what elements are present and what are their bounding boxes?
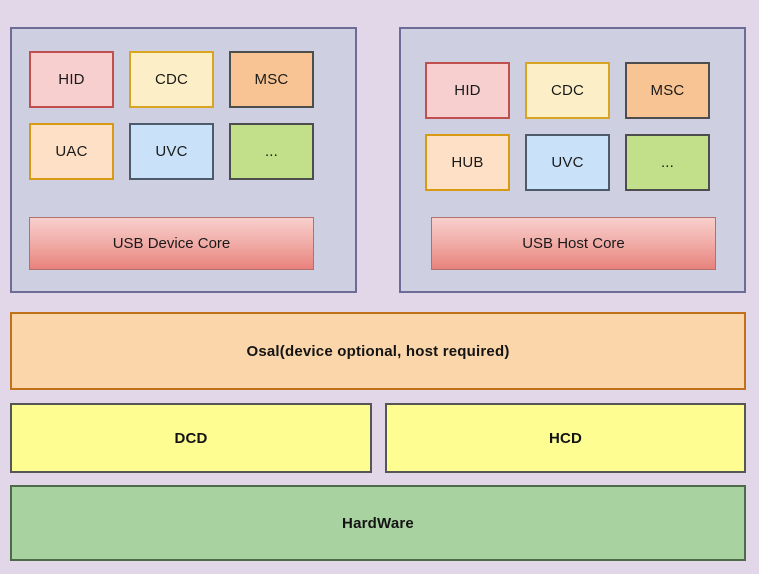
host-class-label-uvc: UVC bbox=[551, 154, 584, 171]
host-class-box-uvc[interactable]: UVC bbox=[525, 134, 610, 191]
host-class-box-hub[interactable]: HUB bbox=[425, 134, 510, 191]
hcd-layer-label: HCD bbox=[548, 429, 583, 447]
device-class-box-more[interactable]: ... bbox=[229, 123, 314, 180]
usb-device-core-label: USB Device Core bbox=[112, 235, 231, 252]
host-class-box-cdc[interactable]: CDC bbox=[525, 62, 610, 119]
device-class-box-uvc[interactable]: UVC bbox=[129, 123, 214, 180]
host-class-box-more[interactable]: ... bbox=[625, 134, 710, 191]
device-class-box-hid[interactable]: HID bbox=[29, 51, 114, 108]
usb-device-core-box[interactable]: USB Device Core bbox=[29, 217, 314, 270]
host-class-box-hid[interactable]: HID bbox=[425, 62, 510, 119]
device-class-label-msc: MSC bbox=[254, 71, 289, 88]
usb-host-core-box[interactable]: USB Host Core bbox=[431, 217, 716, 270]
device-class-box-uac[interactable]: UAC bbox=[29, 123, 114, 180]
host-class-label-hid: HID bbox=[454, 82, 481, 99]
osal-layer-label: Osal(device optional, host required) bbox=[246, 342, 510, 360]
host-class-label-msc: MSC bbox=[650, 82, 685, 99]
device-class-label-cdc: CDC bbox=[154, 71, 189, 88]
dcd-layer-box[interactable]: DCD bbox=[10, 403, 372, 473]
host-class-label-hub: HUB bbox=[451, 154, 484, 171]
device-class-label-more: ... bbox=[264, 143, 279, 160]
hardware-layer-box[interactable]: HardWare bbox=[10, 485, 746, 561]
host-class-box-msc[interactable]: MSC bbox=[625, 62, 710, 119]
osal-layer-box[interactable]: Osal(device optional, host required) bbox=[10, 312, 746, 390]
device-stack-panel: HID CDC MSC UAC UVC ... USB Device Core bbox=[10, 27, 357, 293]
device-class-box-cdc[interactable]: CDC bbox=[129, 51, 214, 108]
device-class-label-uvc: UVC bbox=[155, 143, 188, 160]
hardware-layer-label: HardWare bbox=[342, 514, 414, 532]
device-class-box-msc[interactable]: MSC bbox=[229, 51, 314, 108]
device-class-label-uac: UAC bbox=[55, 143, 88, 160]
usb-host-core-label: USB Host Core bbox=[522, 235, 625, 252]
hcd-layer-box[interactable]: HCD bbox=[385, 403, 746, 473]
dcd-layer-label: DCD bbox=[174, 429, 208, 447]
host-class-label-more: ... bbox=[660, 154, 675, 171]
host-class-label-cdc: CDC bbox=[550, 82, 585, 99]
host-stack-panel: HID CDC MSC HUB UVC ... USB Host Core bbox=[399, 27, 746, 293]
device-class-label-hid: HID bbox=[58, 71, 85, 88]
